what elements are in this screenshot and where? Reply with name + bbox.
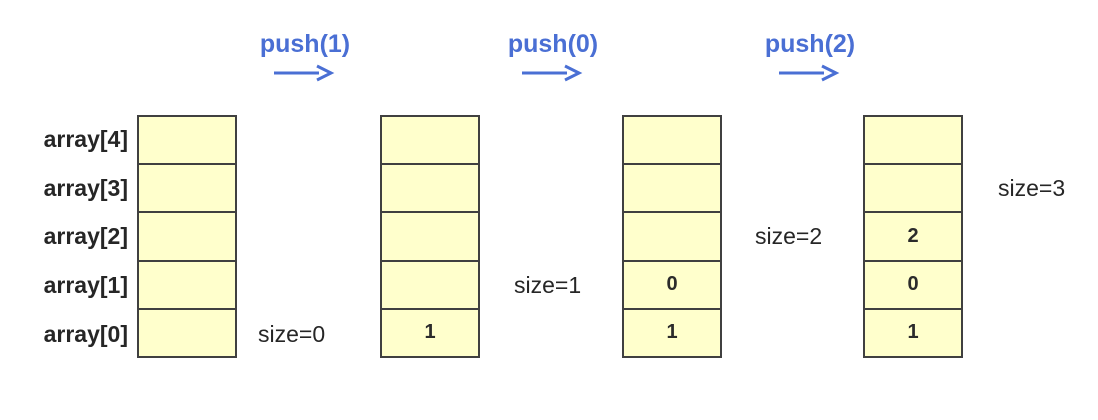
row-label-array-2: array[2] xyxy=(43,223,128,249)
stack-cell xyxy=(382,117,478,166)
stack-cell xyxy=(624,117,720,166)
stack-state-2: 0 1 xyxy=(622,115,722,358)
stack-cell: 0 xyxy=(624,261,720,310)
row-label-array-0: array[0] xyxy=(43,321,128,347)
right-arrow-icon xyxy=(779,64,840,82)
size-label-1: size=1 xyxy=(514,272,582,298)
right-arrow-icon xyxy=(274,64,335,82)
stack-cell xyxy=(624,213,720,262)
operation-push-0: push(0) xyxy=(493,30,613,87)
stack-cell xyxy=(382,213,478,262)
operation-push-2: push(2) xyxy=(750,30,870,87)
stack-cell xyxy=(139,261,235,310)
row-label-array-3: array[3] xyxy=(43,175,128,201)
row-label-array-1: array[1] xyxy=(43,272,128,298)
stack-cell: 1 xyxy=(624,309,720,357)
stack-cell: 0 xyxy=(865,261,961,310)
stack-cell: 1 xyxy=(382,309,478,357)
stack-cell xyxy=(382,165,478,214)
size-label-2: size=2 xyxy=(755,223,823,249)
operation-label: push(0) xyxy=(507,30,599,58)
stack-state-3: 2 0 1 xyxy=(863,115,963,358)
operation-label: push(2) xyxy=(764,30,856,58)
row-label-array-4: array[4] xyxy=(43,126,128,152)
size-label-3: size=3 xyxy=(998,175,1066,201)
size-label-0: size=0 xyxy=(258,321,326,347)
stack-cell: 1 xyxy=(865,309,961,357)
stack-cell xyxy=(865,117,961,166)
right-arrow-icon xyxy=(522,64,583,82)
stack-cell xyxy=(865,165,961,214)
stack-cell xyxy=(139,213,235,262)
stack-state-1: 1 xyxy=(380,115,480,358)
stack-cell xyxy=(382,261,478,310)
operation-label: push(1) xyxy=(259,30,351,58)
stack-cell xyxy=(139,165,235,214)
stack-cell xyxy=(624,165,720,214)
stack-state-0 xyxy=(137,115,237,358)
operation-push-1: push(1) xyxy=(245,30,365,87)
stack-cell: 2 xyxy=(865,213,961,262)
stack-cell xyxy=(139,117,235,166)
stack-cell xyxy=(139,309,235,357)
